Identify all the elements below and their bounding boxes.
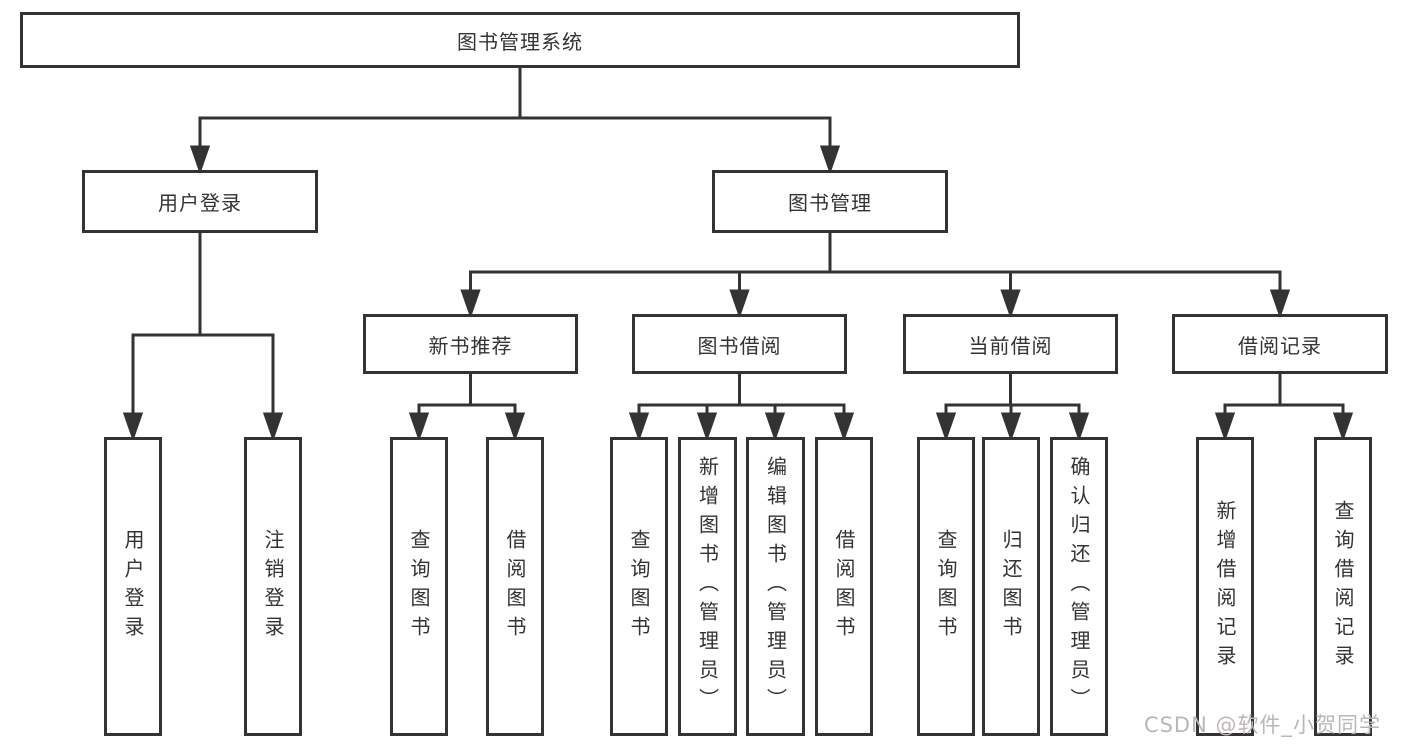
leaf-query-book-label: 查询图书 <box>407 528 431 645</box>
connector-book-borrow-to-leaves <box>628 374 855 442</box>
leaf-query-book-label: 查询图书 <box>627 528 651 645</box>
node-current-borrowing: 当前借阅 <box>903 314 1118 374</box>
leaf-edit-book-admin-label: 编辑图书（管理员） <box>763 456 788 717</box>
leaf-return-book: 归还图书 <box>982 437 1040 736</box>
leaf-return-book-label: 归还图书 <box>999 528 1023 645</box>
connector-book-mgmt-to-level3 <box>460 233 1291 319</box>
leaf-add-borrow-record: 新增借阅记录 <box>1196 437 1254 736</box>
leaf-borrow-book-label: 借阅图书 <box>832 528 856 645</box>
leaf-logout: 注销登录 <box>244 437 302 736</box>
leaf-user-login: 用户登录 <box>104 437 162 736</box>
node-borrowing-records: 借阅记录 <box>1172 314 1388 374</box>
node-borrowing-records-label: 借阅记录 <box>1238 333 1322 358</box>
node-library-system-label: 图书管理系统 <box>457 29 583 54</box>
node-book-management-label: 图书管理 <box>788 191 872 215</box>
connector-new-book-rec-to-leaves <box>408 374 526 442</box>
node-book-borrowing: 图书借阅 <box>632 314 847 374</box>
node-user-login-label: 用户登录 <box>158 191 242 215</box>
connector-user-login-to-leaves <box>122 233 284 442</box>
leaf-query-book: 查询图书 <box>917 437 975 736</box>
node-user-login: 用户登录 <box>82 170 318 233</box>
leaf-query-book: 查询图书 <box>390 437 448 736</box>
csdn-watermark: CSDN @软件_小贺同学 <box>1143 713 1381 737</box>
node-current-borrowing-label: 当前借阅 <box>968 333 1053 358</box>
node-new-book-recommend: 新书推荐 <box>363 314 578 374</box>
leaf-logout-label: 注销登录 <box>261 528 285 645</box>
node-book-management: 图书管理 <box>712 170 948 233</box>
leaf-borrow-book: 借阅图书 <box>815 437 873 736</box>
node-new-book-recommend-label: 新书推荐 <box>428 333 513 358</box>
leaf-user-login-label: 用户登录 <box>121 528 145 645</box>
leaf-confirm-return-admin-label: 确认归还（管理员） <box>1067 456 1091 717</box>
leaf-confirm-return-admin: 确认归还（管理员） <box>1050 437 1108 736</box>
leaf-query-book-label: 查询图书 <box>934 528 958 645</box>
leaf-add-borrow-record-label: 新增借阅记录 <box>1213 499 1237 674</box>
node-library-system: 图书管理系统 <box>20 12 1020 68</box>
leaf-add-book-admin: 新增图书（管理员） <box>678 437 737 736</box>
leaf-query-borrow-record-label: 查询借阅记录 <box>1331 499 1355 674</box>
leaf-add-book-admin-label: 新增图书（管理员） <box>695 456 720 717</box>
leaf-edit-book-admin: 编辑图书（管理员） <box>746 437 805 736</box>
connector-root-to-level2 <box>189 68 841 175</box>
connector-current-borrow-to-leaves <box>935 374 1090 442</box>
leaf-borrow-book-label: 借阅图书 <box>503 528 527 645</box>
leaf-borrow-book: 借阅图书 <box>486 437 544 736</box>
node-book-borrowing-label: 图书借阅 <box>697 333 782 358</box>
leaf-query-borrow-record: 查询借阅记录 <box>1314 437 1372 736</box>
leaf-query-book: 查询图书 <box>610 437 668 736</box>
connector-borrow-record-to-leaves <box>1214 374 1354 442</box>
